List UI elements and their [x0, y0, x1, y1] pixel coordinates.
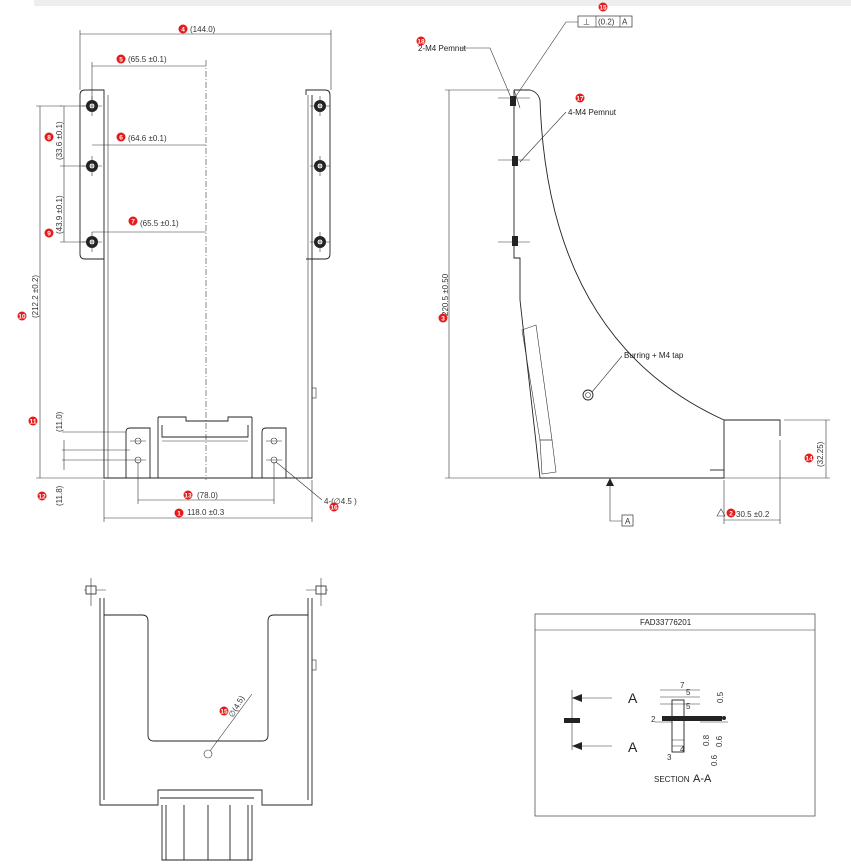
top-strip — [34, 0, 851, 6]
note-4-m4-pemnut: 4-M4 Pemnut — [568, 108, 617, 117]
svg-text:0.6: 0.6 — [710, 754, 719, 766]
svg-text:10: 10 — [18, 314, 26, 321]
dim-11: (11.0) — [55, 411, 64, 432]
dim-14: (32.25) — [816, 441, 825, 467]
balloon-15-side: 15 — [598, 2, 608, 12]
balloon-12: 12 — [37, 491, 47, 501]
dim-6: (64.6 ±0.1) — [128, 134, 167, 143]
dim-5: (65.5 ±0.1) — [128, 55, 167, 64]
svg-text:0.6: 0.6 — [715, 735, 724, 747]
svg-text:8: 8 — [47, 135, 51, 142]
svg-text:(0.2): (0.2) — [598, 18, 615, 27]
left-mounting-tab — [79, 89, 105, 260]
dim-height: 220.5 ±0.50 — [441, 273, 450, 316]
balloon-8: 8 — [44, 132, 54, 142]
svg-text:15: 15 — [220, 709, 228, 716]
svg-text:6: 6 — [119, 135, 123, 142]
balloon-3: 3 — [438, 313, 448, 323]
balloon-6: 6 — [116, 132, 126, 142]
balloon-4: 4 — [178, 24, 188, 34]
pemnut-side-1 — [510, 96, 516, 106]
balloon-2: 2 — [726, 508, 736, 518]
svg-text:7: 7 — [131, 219, 135, 226]
front-view-outline — [103, 95, 313, 479]
dim-2: 30.5 ±0.2 — [736, 510, 770, 519]
svg-text:15: 15 — [599, 5, 607, 12]
dim-12: (11.8) — [55, 485, 64, 506]
svg-text:13: 13 — [184, 493, 192, 500]
svg-text:5: 5 — [686, 688, 691, 697]
bottom-view: ∅(4.5) 15 — [84, 578, 328, 861]
svg-text:9: 9 — [47, 231, 51, 238]
svg-text:4: 4 — [680, 745, 685, 754]
left-foot-pad — [125, 427, 151, 478]
svg-text:1: 1 — [177, 511, 181, 518]
section-detail: 7 5 5 0.5 2 0.8 0.6 0.6 4 3 — [651, 681, 728, 766]
svg-text:12: 12 — [38, 494, 46, 501]
balloon-7: 7 — [128, 216, 138, 226]
datum-triangle — [606, 478, 614, 486]
balloon-14: 14 — [804, 453, 814, 463]
svg-text:0.5: 0.5 — [716, 691, 725, 703]
side-profile-outline — [513, 89, 781, 479]
right-mounting-tab — [305, 89, 331, 260]
section-panel: FAD33776201 A A 7 5 5 0.5 2 0.8 0.6 0.6 … — [534, 613, 816, 817]
section-name: A-A — [693, 773, 712, 785]
dim-9: (43.9 ±0.1) — [55, 195, 64, 234]
balloon-18: 18 — [416, 36, 426, 46]
svg-text:7: 7 — [680, 681, 685, 690]
balloon-17: 17 — [575, 93, 585, 103]
balloon-13: 13 — [183, 490, 193, 500]
svg-text:11: 11 — [30, 419, 37, 426]
svg-text:⊥: ⊥ — [583, 18, 590, 27]
balloon-15-bottom: 15 — [219, 706, 229, 716]
pemnut-side-2 — [512, 156, 518, 166]
svg-text:A: A — [622, 18, 628, 27]
note-2-m4-pemnut: 2-M4 Pemnut — [418, 44, 467, 53]
svg-text:0.8: 0.8 — [702, 734, 711, 746]
burring-hole — [582, 389, 594, 401]
dim-1: 118.0 ±0.3 — [187, 508, 225, 517]
dim-10: (212.2 ±0.2) — [31, 275, 40, 318]
right-foot-pad — [261, 427, 287, 478]
svg-text:14: 14 — [805, 456, 813, 463]
dim-holes: 4-(∅4.5 ) — [324, 497, 357, 506]
balloon-1: 1 — [174, 508, 184, 518]
note-burring-m4-tap: Burring + M4 tap — [624, 351, 684, 360]
svg-text:5: 5 — [686, 702, 691, 711]
svg-text:2: 2 — [651, 715, 656, 724]
datum-label: A — [625, 517, 631, 526]
svg-text:2: 2 — [729, 511, 733, 518]
section-arrow-label-bottom: A — [628, 739, 638, 755]
dim-7: (65.5 ±0.1) — [140, 219, 179, 228]
pemnut-side-3 — [512, 236, 518, 246]
svg-text:3: 3 — [667, 753, 672, 762]
side-view: ⊥ (0.2) A 2-M4 Pemnut 4-M4 Pemnut Burrin… — [416, 2, 830, 527]
svg-text:4: 4 — [181, 27, 185, 34]
section-arrow-label-top: A — [628, 690, 638, 706]
svg-text:18: 18 — [417, 39, 425, 46]
dim-width-overall: (144.0) — [190, 25, 216, 34]
bottom-view-outline — [99, 598, 313, 806]
dim-bottom-hole: ∅(4.5) — [227, 694, 247, 719]
svg-text:17: 17 — [576, 96, 584, 103]
svg-text:16: 16 — [330, 505, 338, 512]
center-cutout — [157, 416, 253, 478]
balloon-16: 16 — [329, 502, 339, 512]
svg-text:5: 5 — [119, 57, 123, 64]
section-panel-title: FAD33776201 — [640, 618, 692, 627]
balloon-5: 5 — [116, 54, 126, 64]
section-label: SECTION — [654, 775, 690, 784]
dim-8: (33.6 ±0.1) — [55, 121, 64, 160]
balloon-9: 9 — [44, 228, 54, 238]
bottom-hole — [203, 749, 213, 759]
front-view: (144.0) (65.5 ±0.1) (64.6 ±0.1) (65.5 ±0… — [17, 24, 357, 522]
dim-13: (78.0) — [197, 491, 218, 500]
tolerance-frame: ⊥ (0.2) A — [577, 15, 633, 28]
svg-text:3: 3 — [441, 316, 445, 323]
balloon-10: 10 — [17, 311, 27, 321]
balloon-11: 11 — [28, 416, 38, 426]
side-slot — [521, 324, 553, 441]
